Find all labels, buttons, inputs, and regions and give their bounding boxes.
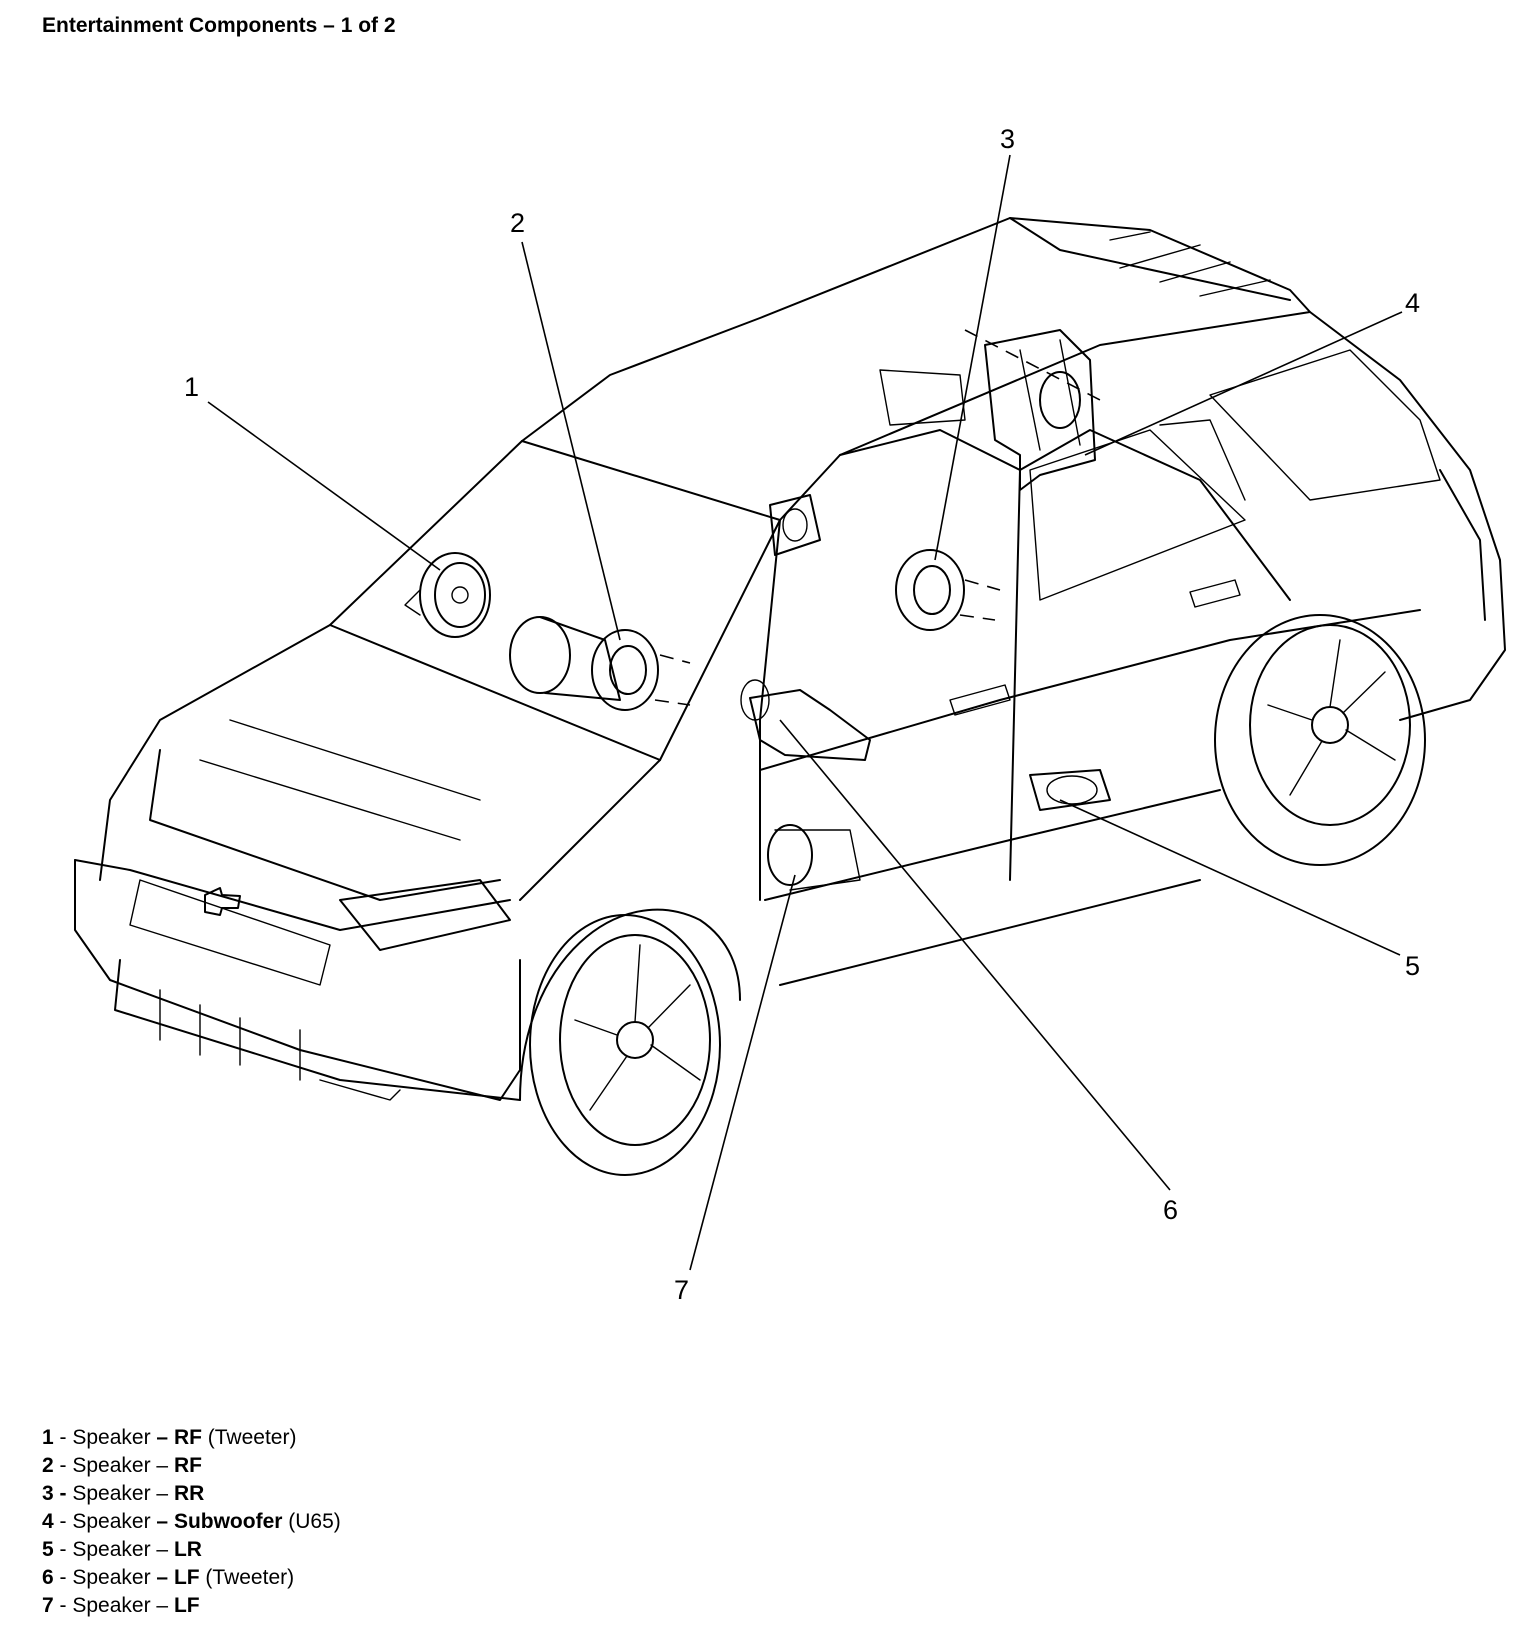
speaker-icon [1029,769,1111,811]
legend-dash: – [150,1538,174,1561]
leader-line-5 [1059,799,1401,956]
legend-dash: – [150,1510,174,1533]
callout-number-7: 7 [674,1275,689,1305]
legend-number: 4 [42,1510,54,1533]
legend-location: LF [173,1566,200,1589]
legend-item: 3 - Speaker – RR [42,1480,341,1508]
legend-item: 7 - Speaker – LF [42,1592,341,1620]
page-title: Entertainment Components – 1 of 2 [42,14,396,37]
legend-item: 1 - Speaker – RF (Tweeter) [42,1424,341,1452]
legend-dash: – [150,1454,174,1477]
legend-note: (U65) [282,1510,341,1533]
component-legend: 1 - Speaker – RF (Tweeter) 2 - Speaker –… [42,1424,341,1620]
speaker-icon [879,329,1101,491]
legend-item-name: Speaker [72,1482,151,1505]
legend-number: 5 [42,1538,54,1561]
callout-leaders [207,154,1403,1271]
leader-line-1 [207,401,441,571]
callout-number-1: 1 [184,372,199,402]
legend-separator: - [53,1510,73,1533]
legend-number: 3 [42,1482,54,1505]
vehicle-outline-icon [74,217,1506,1101]
legend-location: Subwoofer [173,1510,283,1533]
wheel-icon [1214,614,1426,866]
legend-dash: – [150,1426,174,1449]
speaker-icon [509,616,691,711]
speaker-icon [769,494,821,556]
legend-number: 2 [42,1454,54,1477]
legend-location: RR [173,1482,205,1505]
speaker-icon [740,679,871,761]
bowtie-emblem-icon [204,887,241,916]
legend-location: LR [173,1538,202,1561]
speaker-icon [895,549,1001,631]
legend-item-name: Speaker [72,1566,151,1589]
leader-line-6 [779,719,1171,1191]
leader-line-7 [689,874,796,1271]
leader-line-3 [934,154,1011,561]
legend-number: 6 [42,1566,54,1589]
leader-line-4 [1084,311,1403,456]
legend-location: RF [173,1426,202,1449]
legend-item-name: Speaker [72,1426,151,1449]
legend-number: 1 [42,1426,54,1449]
speaker-icon [767,824,861,891]
legend-location: LF [173,1594,200,1617]
callout-number-5: 5 [1405,951,1420,981]
legend-note: (Tweeter) [199,1566,295,1589]
legend-item-name: Speaker [72,1454,151,1477]
legend-separator: - [53,1538,73,1561]
callout-number-4: 4 [1405,288,1420,318]
callout-number-6: 6 [1163,1195,1178,1225]
legend-item: 5 - Speaker – LR [42,1536,341,1564]
legend-separator: - [53,1454,73,1477]
wheel-icon [529,914,721,1176]
legend-item-name: Speaker [72,1594,151,1617]
vehicle-diagram: 1 2 3 4 5 6 7 [74,124,1506,1305]
legend-item-name: Speaker [72,1510,151,1533]
legend-item: 2 - Speaker – RF [42,1452,341,1480]
legend-separator: - [53,1566,73,1589]
callout-number-2: 2 [510,208,525,238]
legend-separator: - [53,1482,73,1505]
legend-dash: – [150,1482,174,1505]
callout-number-3: 3 [1000,124,1015,154]
legend-location: RF [173,1454,202,1477]
leader-line-2 [521,241,621,641]
legend-dash: – [150,1594,174,1617]
legend-item: 4 - Speaker – Subwoofer (U65) [42,1508,341,1536]
legend-separator: - [53,1594,73,1617]
legend-number: 7 [42,1594,54,1617]
legend-item: 6 - Speaker – LF (Tweeter) [42,1564,341,1592]
legend-item-name: Speaker [72,1538,151,1561]
legend-separator: - [53,1426,73,1449]
speaker-icon [404,552,491,638]
legend-note: (Tweeter) [201,1426,297,1449]
legend-dash: – [150,1566,174,1589]
